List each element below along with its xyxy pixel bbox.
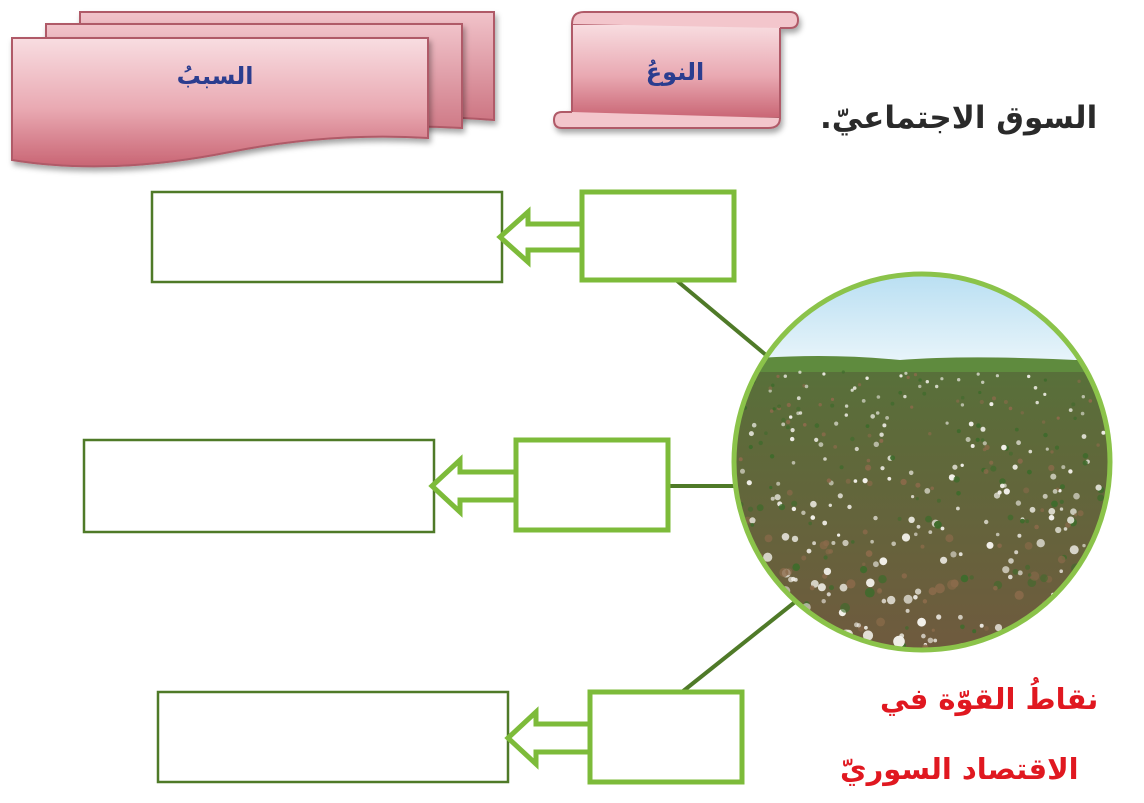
caption-line-1: نقاطُ القوّة في: [880, 682, 1099, 716]
diagram-row-3: [156, 689, 745, 785]
cause-label: السببُ: [176, 62, 254, 90]
cause-banner-front: [11, 37, 429, 168]
cause-answer-box-2[interactable]: [82, 438, 436, 534]
arrow-left-icon: [504, 706, 593, 770]
type-scroll-bottom-curl: [552, 111, 781, 129]
connector-line-bottom: [680, 596, 802, 694]
cause-banner-stack: [11, 11, 495, 168]
type-answer-box-1[interactable]: [579, 189, 737, 283]
photo-frame: [731, 271, 1113, 653]
cotton-field-photo: [731, 271, 1113, 653]
photo-sky: [734, 274, 1110, 360]
type-answer-box-3[interactable]: [587, 689, 745, 785]
connector-line-top: [674, 278, 774, 362]
cause-answer-box-1[interactable]: [150, 190, 504, 284]
caption-line-2: الاقتصاد السوريّ: [840, 752, 1079, 786]
type-scroll-banner: [552, 11, 800, 129]
type-answer-box-2[interactable]: [513, 437, 671, 533]
connector-lines: [668, 278, 802, 694]
diagram-row-1: [150, 189, 737, 284]
type-label: النوعُ: [645, 58, 705, 86]
topic-heading: السوق الاجتماعيّ.: [820, 100, 1098, 136]
arrow-left-icon: [496, 206, 585, 268]
type-scroll-top-curl: [571, 11, 800, 29]
diagram-row-2: [82, 437, 671, 534]
arrow-left-icon: [428, 454, 519, 518]
cause-answer-box-3[interactable]: [156, 690, 510, 784]
